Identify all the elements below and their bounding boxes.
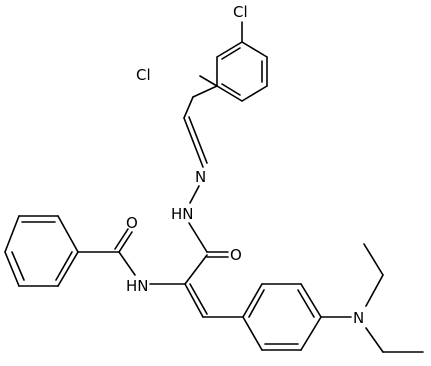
- dichlorophenyl-ring: [216, 41, 268, 102]
- atom-n-imine: N: [195, 168, 206, 186]
- benzoyl-phenyl-ring: [4, 215, 79, 287]
- ethyl-group-upper: [363, 243, 384, 307]
- bond-nh-benzoyl: [118, 251, 136, 276]
- bond-c-eq-n: [183, 116, 208, 168]
- bond-nh-carbonyl: [188, 222, 208, 253]
- bond-ring-to-ch: [192, 85, 218, 98]
- aminophenyl-ring: [242, 283, 322, 351]
- atom-o-benzamide: O: [126, 214, 138, 232]
- bond-cl-ortho: [199, 75, 218, 87]
- atom-n-diethylamino: N: [353, 309, 364, 327]
- atom-nh-benzamide: HN: [126, 277, 149, 295]
- atom-cl-ortho: Cl: [136, 66, 151, 84]
- atom-cl-top: Cl: [233, 3, 248, 21]
- bond-alpha-eq-vinyl: [184, 283, 208, 318]
- atom-o-hydrazide: O: [230, 246, 242, 264]
- bond-ch-to-c: [183, 96, 194, 119]
- bond-n-nh: [189, 185, 200, 204]
- bond-c-eq-o-hydrazide: [206, 251, 229, 258]
- bond-carbonyl-alpha: [184, 254, 208, 285]
- atom-nh-hydrazide: HN: [171, 205, 194, 223]
- ethyl-group-lower: [365, 327, 424, 353]
- bond-c-eq-o-benzamide: [114, 228, 133, 253]
